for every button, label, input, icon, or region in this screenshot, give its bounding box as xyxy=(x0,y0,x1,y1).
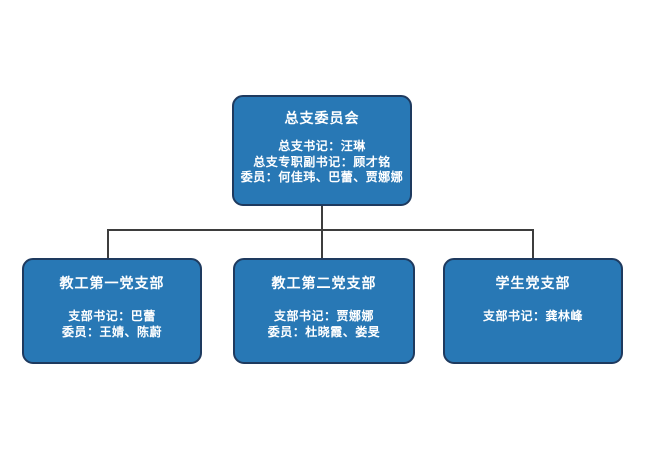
node-text-line: 支部书记：巴蕾 xyxy=(68,309,156,323)
node-text-line: 委员：王婧、陈蔚 xyxy=(61,324,162,339)
node-general-branch-committee[interactable]: 总支委员会 总支书记：汪琳 总支专职副书记：顾才铭 委员：何佳玮、巴蕾、贾娜娜 xyxy=(232,95,412,206)
node-student-branch[interactable]: 学生党支部 支部书记：龚林峰 xyxy=(443,258,623,364)
connector-drop-right xyxy=(532,229,534,258)
node-title: 教工第二党支部 xyxy=(271,275,377,291)
node-text-line: 总支书记：汪琳 xyxy=(278,139,366,153)
node-text-line: 总支专职副书记：顾才铭 xyxy=(253,154,391,169)
node-text-line: 支部书记：龚林峰 xyxy=(482,309,583,323)
node-text-line: 委员：何佳玮、巴蕾、贾娜娜 xyxy=(240,170,404,184)
node-title: 总支委员会 xyxy=(284,110,360,126)
node-text-line: 支部书记：贾娜娜 xyxy=(273,309,374,323)
connector-drop-center xyxy=(321,229,323,258)
node-text-line: 委员：杜晓霞、娄旻 xyxy=(267,324,381,339)
connector-root-stem xyxy=(321,205,323,231)
node-title: 学生党支部 xyxy=(495,275,571,291)
connector-rail xyxy=(107,229,534,231)
node-faculty-first-branch[interactable]: 教工第一党支部 支部书记：巴蕾 委员：王婧、陈蔚 xyxy=(22,258,202,364)
node-faculty-second-branch[interactable]: 教工第二党支部 支部书记：贾娜娜 委员：杜晓霞、娄旻 xyxy=(233,258,415,364)
connector-drop-left xyxy=(107,229,109,258)
node-title: 教工第一党支部 xyxy=(59,275,165,291)
